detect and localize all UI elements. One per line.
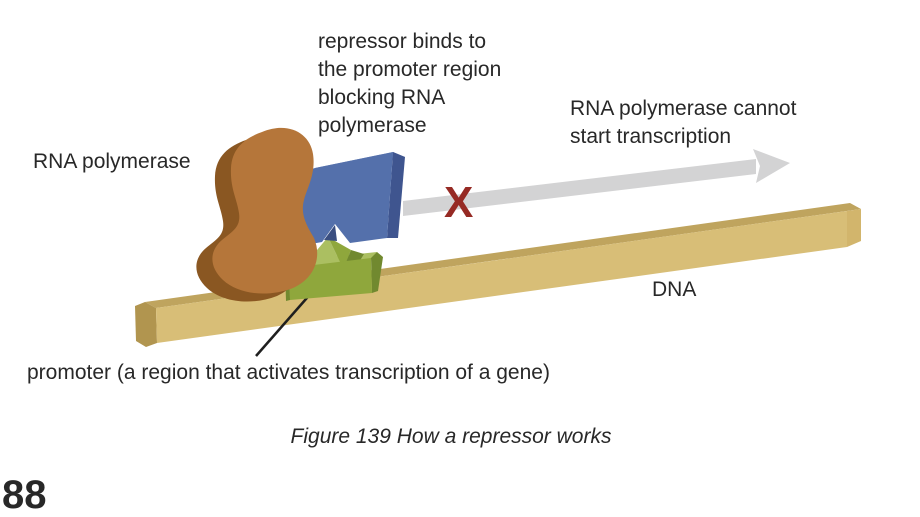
blocked-annotation: RNA polymerase cannot start transcriptio… — [570, 95, 796, 151]
figure-caption: Figure 139 How a repressor works — [290, 425, 612, 448]
blocked-x-marker: X — [444, 178, 474, 227]
rna-polymerase-blob — [196, 127, 318, 302]
promoter-right-end-face — [371, 252, 383, 293]
arrow-shaft — [403, 159, 756, 216]
annotation-line: RNA polymerase cannot — [570, 97, 797, 120]
annotation-line: the promoter region — [318, 58, 502, 81]
rna-polymerase-label: RNA polymerase — [33, 150, 191, 173]
repressor-block — [300, 152, 405, 246]
dna-right-end-face — [847, 209, 861, 247]
repressor-annotation: repressor binds to the promoter region b… — [318, 28, 501, 140]
figure-page: RNA polymerase repressor binds to the pr… — [2, 28, 861, 515]
repressor-front-face — [300, 152, 393, 246]
annotation-line: repressor binds to — [318, 30, 487, 53]
annotation-line: start transcription — [570, 125, 732, 148]
page-number: 88 — [2, 473, 47, 517]
promoter-block — [283, 237, 383, 301]
diagram-canvas — [135, 127, 861, 357]
dna-left-end-face — [135, 302, 157, 347]
promoter-peak-front-facet — [328, 237, 351, 267]
polymerase-front-face — [212, 127, 318, 294]
repressor-notch-facet — [324, 225, 337, 241]
arrow-head-icon — [753, 149, 790, 183]
promoter-leader-line — [255, 290, 314, 357]
promoter-caption: promoter (a region that activates transc… — [27, 361, 550, 384]
dna-front-face — [156, 211, 847, 343]
annotation-line: blocking RNA — [318, 86, 446, 109]
annotation-line: polymerase — [318, 114, 427, 137]
blocked-arrow — [403, 149, 790, 216]
dna-label: DNA — [652, 278, 697, 301]
